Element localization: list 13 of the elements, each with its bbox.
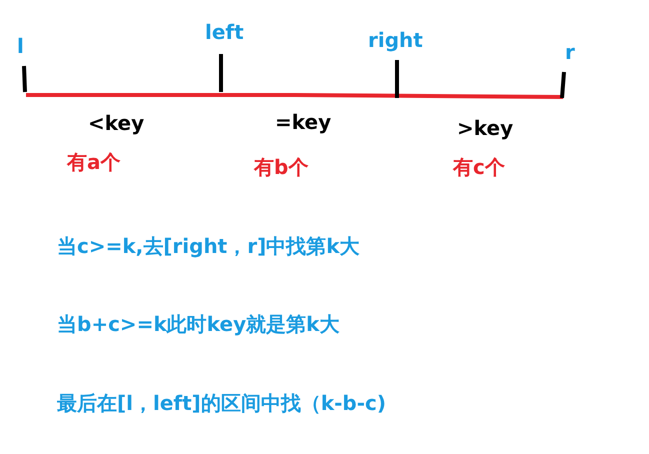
range-label: >key xyxy=(457,118,514,138)
count-label: 有c个 xyxy=(453,157,505,177)
tick-label: right xyxy=(368,30,423,50)
note-text: 最后在[l，left]的区间中找（k-b-c) xyxy=(57,393,386,413)
tick-label: left xyxy=(205,22,244,42)
range-label: =key xyxy=(275,112,332,132)
note-text: 当c>=k,去[right，r]中找第k大 xyxy=(57,236,360,256)
tick-label: l xyxy=(17,36,24,56)
range-label: <key xyxy=(88,113,144,133)
count-label: 有a个 xyxy=(67,152,120,172)
note-text: 当b+c>=k此时key就是第k大 xyxy=(57,314,340,334)
count-label: 有b个 xyxy=(254,157,308,177)
tick-label: r xyxy=(565,42,575,62)
